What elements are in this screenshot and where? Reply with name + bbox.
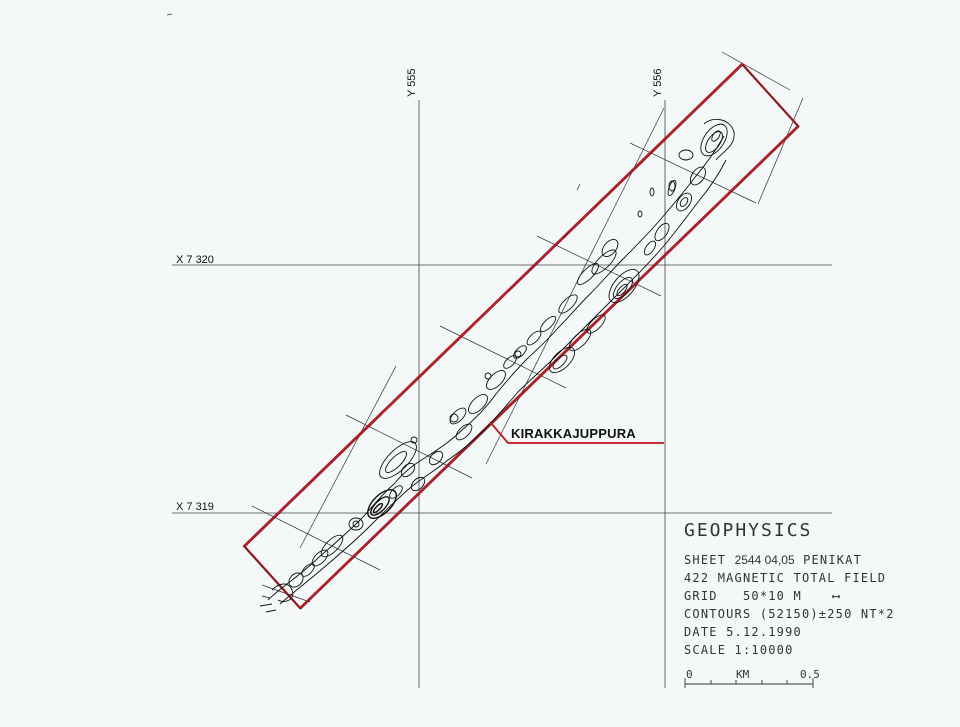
legend-date: DATE 5.12.1990 bbox=[684, 625, 802, 639]
legend-sheet-number: 2544 04,05 bbox=[734, 553, 795, 567]
legend-grid: GRID 50*10 M ⟷ bbox=[684, 587, 924, 605]
grid-label-y555: Y 555 bbox=[406, 68, 418, 97]
legend-grid-text: GRID 50*10 M bbox=[684, 589, 802, 603]
magnetic-contours bbox=[259, 118, 735, 613]
legend-title: GEOPHYSICS bbox=[684, 520, 813, 541]
scale-bar-unit: KM bbox=[736, 668, 750, 681]
scale-bar-end: 0.5 bbox=[800, 668, 820, 681]
grid-label-x7319: X 7 319 bbox=[176, 501, 214, 513]
grid-label-x7320: X 7 320 bbox=[176, 254, 214, 266]
legend-sheet: SHEET 2544 04,05 PENIKAT bbox=[684, 551, 924, 569]
legend-sheet-prefix: SHEET bbox=[684, 553, 727, 567]
legend-magnetic-field: 422 MAGNETIC TOTAL FIELD bbox=[684, 571, 887, 585]
legend-contours: CONTOURS (52150)±250 NT*2 bbox=[684, 607, 895, 621]
legend-sheet-name: PENIKAT bbox=[803, 553, 863, 567]
grid-lines bbox=[172, 100, 832, 688]
place-label-kirakkajuppura: KIRAKKAJUPPURA bbox=[511, 426, 636, 441]
map-legend: GEOPHYSICS SHEET 2544 04,05 PENIKAT 422 … bbox=[684, 520, 924, 659]
scale-bar-start: 0 bbox=[686, 668, 693, 681]
legend-scale: SCALE 1:10000 bbox=[684, 643, 794, 657]
place-leader-line bbox=[489, 421, 664, 444]
double-arrow-icon: ⟷ bbox=[832, 589, 841, 603]
scale-bar bbox=[684, 678, 814, 688]
diagonal-lines bbox=[299, 97, 804, 549]
grid-label-y556: Y 556 bbox=[652, 68, 664, 97]
scale-bar-labels: 0 KM 0.5 bbox=[684, 668, 834, 682]
